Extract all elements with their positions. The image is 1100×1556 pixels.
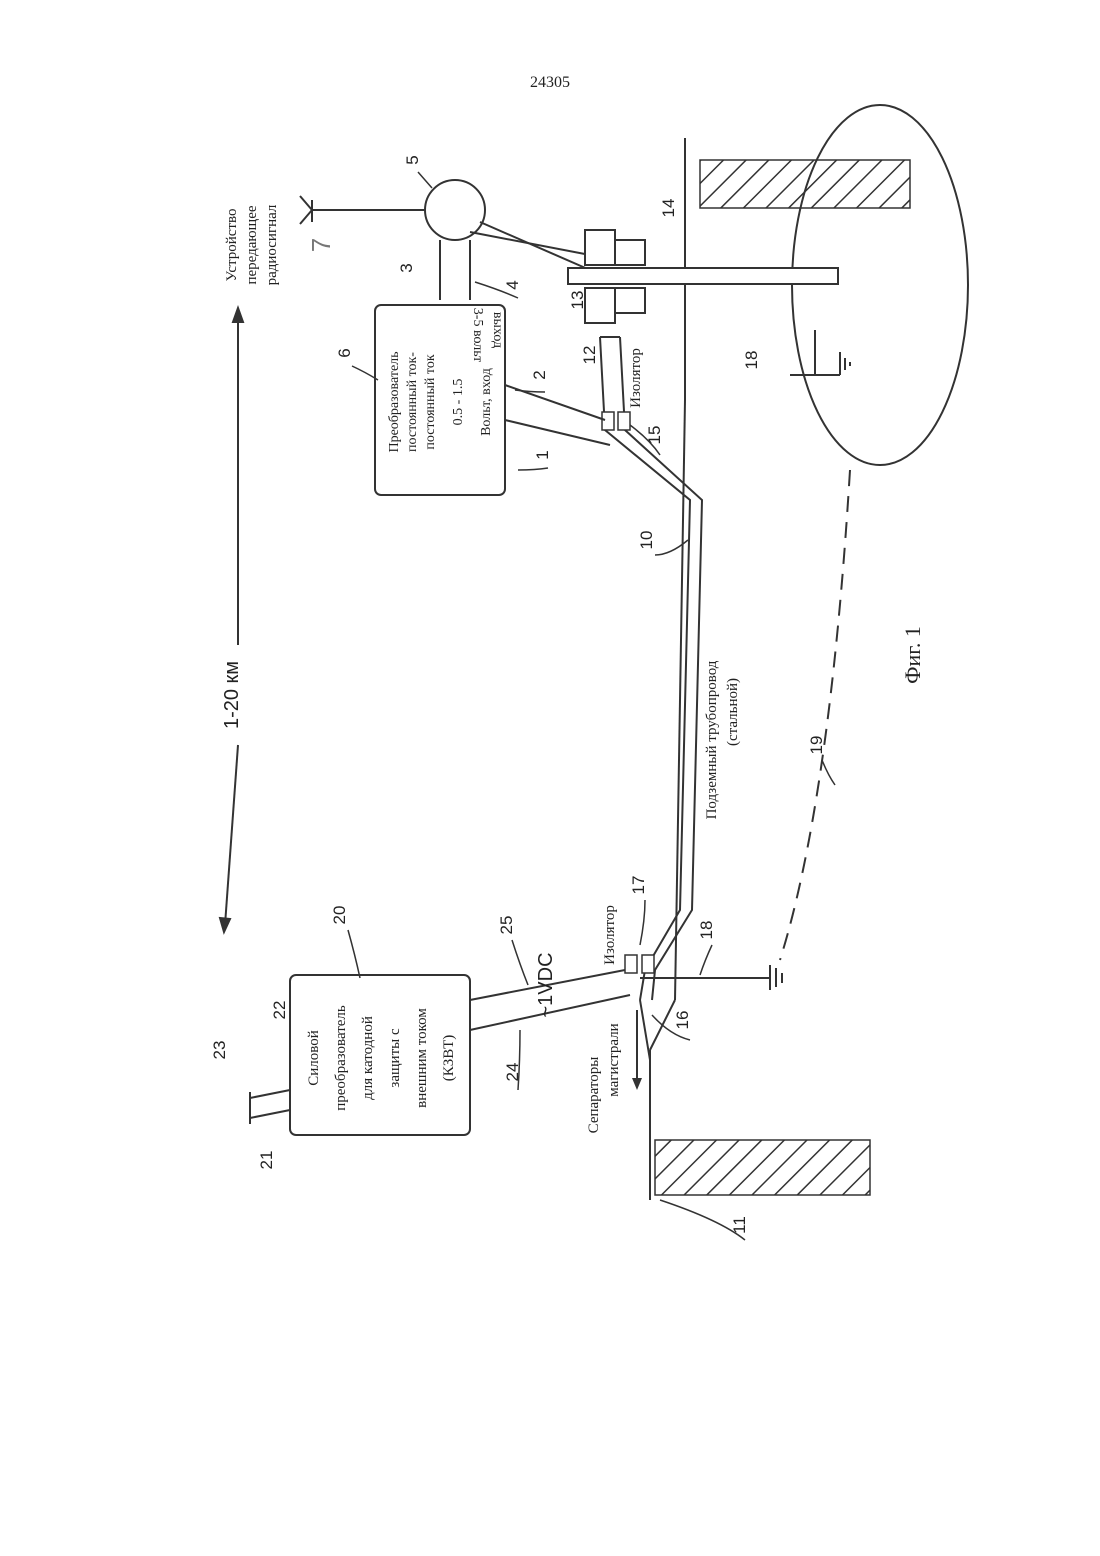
pipeline-label-line1: Подземный трубопровод [704,660,720,819]
svg-text:5: 5 [403,155,422,164]
pipeline-label-line2: (стальной) [725,678,741,746]
svg-text:21: 21 [257,1151,276,1170]
svg-text:23: 23 [210,1041,229,1060]
svg-text:преобразователь: преобразователь [333,1005,349,1111]
figure-caption: Фиг. 1 [900,626,925,684]
svg-text:16: 16 [673,1011,692,1030]
insulator-15b [618,412,630,430]
return-path-19 [780,470,850,960]
svg-text:20: 20 [330,906,349,925]
svg-text:3: 3 [397,263,416,272]
insulator-15 [602,412,614,430]
svg-text:внешним током: внешним током [414,1008,430,1108]
svg-text:6: 6 [335,348,354,357]
svg-text:4: 4 [503,280,522,289]
soil-hatch-top [700,160,910,208]
svg-text:14: 14 [659,199,678,218]
ground-line-18b [640,965,782,990]
svg-text:18: 18 [742,351,761,370]
radio-transmitter [300,180,590,270]
svg-text:постоянный ток: постоянный ток [423,354,438,449]
separators-label-line2: магистрали [606,1023,622,1096]
svg-text:13: 13 [568,291,587,310]
svg-text:22: 22 [270,1001,289,1020]
svg-text:0.5 - 1.5: 0.5 - 1.5 [451,379,466,426]
vdc-label: ~1VDC [535,952,557,1017]
insulator-17b [642,955,654,973]
svg-text:Силовой: Силовой [306,1030,322,1086]
separators-label-line1: Сепараторы [586,1057,602,1134]
svg-text:25: 25 [497,916,516,935]
svg-text:выход: выход [490,312,505,348]
svg-text:Преобразователь: Преобразователь [387,351,402,452]
soil-hatch-bottom [655,1140,870,1195]
distance-label: 1-20 км [221,661,243,729]
ground-surface [650,138,685,1200]
wire-3-4 [440,240,470,300]
insulator-17 [625,955,637,973]
svg-text:17: 17 [629,876,648,895]
svg-text:3-5 вольт: 3-5 вольт [470,308,485,362]
svg-text:15: 15 [645,426,664,445]
svg-text:(КЗВТ): (КЗВТ) [441,1035,457,1081]
radio-device-label: Устройство передающее радиосигнал [224,204,280,285]
input-wires-21-22 [250,1090,290,1124]
svg-text:защиты с: защиты с [387,1028,403,1088]
svg-text:18: 18 [697,921,716,940]
distance-arrow [220,308,243,932]
insulator-label-right: Изолятор [628,348,644,408]
svg-text:передающее: передающее [244,205,260,284]
svg-text:Устройство: Устройство [224,209,240,282]
handwritten-mark: 7 [306,238,336,252]
svg-text:19: 19 [807,736,826,755]
svg-text:10: 10 [637,531,656,550]
svg-text:2: 2 [530,370,549,379]
svg-text:Вольт, вход: Вольт, вход [479,368,494,436]
svg-text:постоянный ток-: постоянный ток- [405,352,420,452]
svg-text:радиосигнал: радиосигнал [264,204,280,285]
svg-text:1: 1 [533,450,552,459]
wires-1-2 [505,385,610,445]
svg-text:12: 12 [580,346,599,365]
electrode-13 [568,230,838,323]
svg-text:для катодной: для катодной [360,1016,376,1100]
insulator-label-left: Изолятор [602,905,618,965]
separator-arrowhead [632,1078,642,1090]
